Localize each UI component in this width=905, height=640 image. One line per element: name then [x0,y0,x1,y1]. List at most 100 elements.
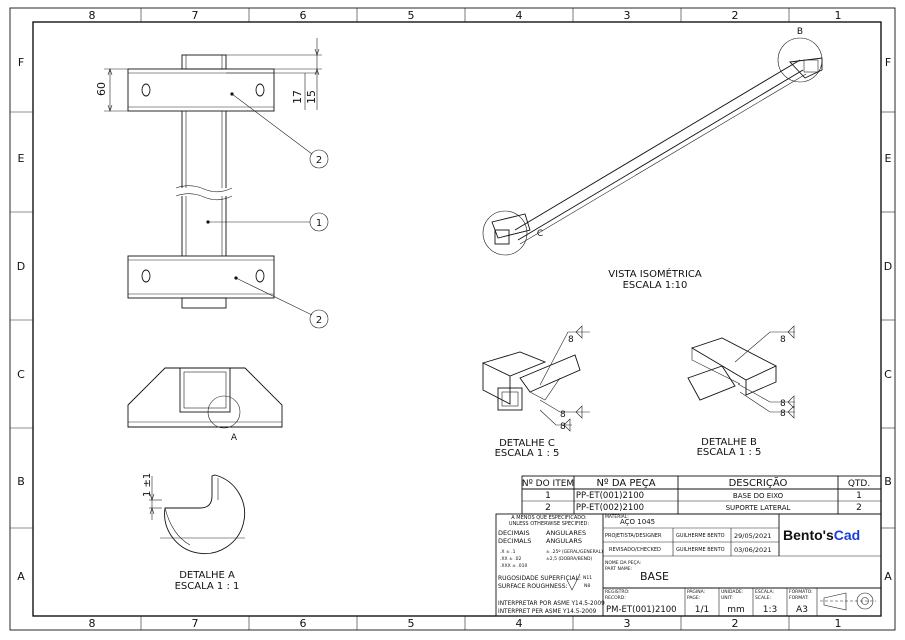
designer-name: GUILHERME BENTO [676,533,725,539]
decimais-label-2: DECIMALS [498,537,531,545]
brand-logo-b: Cad [834,527,860,543]
record-value: PM-ET(001)2100 [606,605,677,615]
page-label-1: PÁGINA: [687,588,705,595]
bom-header-item: Nº DO ITEM [522,479,574,489]
zone-col-bottom-7: 7 [192,617,199,630]
roughness-label-2: SURFACE ROUGHNESS: [498,583,568,590]
dimension-17-15: 17 15 [226,38,322,110]
detail-b-circle [777,37,823,83]
format-label-2: FORMAT: [789,595,809,601]
detail-c-scale: ESCALA 1 : 5 [495,448,560,459]
inner-border [32,21,882,617]
tol-3: .XXX ± .010 [500,563,527,569]
zone-col-top-7: 7 [192,9,199,22]
zone-col-top-6: 6 [300,9,307,22]
zone-col-bottom-1: 1 [835,617,842,630]
zone-row-right-e: E [885,152,892,165]
dimension-60: 60 [95,68,128,112]
unit-value: mm [727,605,745,615]
ang-tol-2: ±2,5 (DOBRA/BEND) [546,556,593,562]
brand-logo: Bento'sCad [783,527,860,543]
material-label: MATERIAL: [605,514,629,520]
weld-size-b2: 8 [780,399,786,409]
designer-date: 29/05/2021 [734,532,771,540]
balloon-2-top: 2 [316,155,322,166]
weld-size-c1: 8 [568,335,574,345]
unless-text-2: UNLESS OTHERWISE SPECIFIED: [509,521,589,527]
checked-name: GUILHERME BENTO [676,547,725,553]
roughness-value-2: N8 [584,583,590,589]
bom-row-1-qty: 1 [856,491,862,501]
balloon-2-bottom: 2 [316,315,322,326]
detail-a-scale: ESCALA 1 : 1 [175,581,240,592]
title-block: A MENOS QUE ESPECIFICADO: UNLESS OTHERWI… [495,513,882,617]
format-value: A3 [796,605,808,615]
bom-row-1-desc: BASE DO EIXO [733,492,784,500]
detail-c-title: DETALHE C [499,438,555,449]
side-view: A [127,367,283,443]
zone-row-left-f: F [18,56,24,69]
detail-a-mark: A [231,433,238,443]
decimais-label-1: DECIMAIS [498,529,530,537]
record-label-2: RECORD: [605,595,626,601]
zone-col-top-5: 5 [408,9,415,22]
detail-a-circle [207,395,241,429]
bom-header-part: Nº DA PEÇA [596,478,655,489]
record-label-1: REGISTRO: [605,589,630,595]
page-label-2: PAGE: [687,595,700,601]
bom-row-1-item: 1 [545,491,551,501]
roughness-symbol [566,573,581,591]
zone-col-bottom-4: 4 [516,617,523,630]
checked-label: REVISADO/CHECKED [609,547,661,553]
unit-label-1: UNIDADE: [721,589,743,595]
tol-2: .XX ± .02 [500,556,522,562]
zone-col-bottom-6: 6 [300,617,307,630]
ang-tol-1: ± .25º (GERAL/GENERAL) [546,549,603,555]
zone-col-top-4: 4 [516,9,523,22]
detail-a-title: DETALHE A [179,570,235,581]
scale-label-1: ESCALA: [755,589,774,595]
dim-tolerance-text: 1 ±1 [142,473,153,497]
zone-row-right-d: D [884,260,892,273]
zone-row-left-e: E [18,152,25,165]
checked-date: 03/06/2021 [734,546,771,554]
roughness-value-1: N11 [583,575,592,581]
zone-row-right-a: A [884,570,892,583]
weld-size-b1: 8 [780,335,786,345]
zone-dividers [10,8,895,630]
zone-col-top-8: 8 [89,9,96,22]
detail-b-view: 8 8 8 [687,325,795,419]
unless-text-1: A MENOS QUE ESPECIFICADO: [511,515,587,521]
detail-b-title: DETALHE B [701,437,757,448]
bom-header-qty: QTD. [848,479,870,489]
partname-label-1: NOME DA PEÇA: [605,560,641,566]
partname-value: BASE [640,570,669,583]
outer-border [9,7,896,631]
dim-17-text: 17 [291,90,304,104]
bom-row-2-part: PP-ET(002)2100 [576,503,644,513]
bom-table: Nº DO ITEM Nº DA PEÇA DESCRIÇÃO QTD. 1 P… [521,475,882,515]
detail-c-mark: C [537,229,543,239]
roughness-label-1: RUGOSIDADE SUPERFICIAL: [498,575,581,582]
asme-text-1: INTERPRETAR POR ASME Y14.5-2009 [498,601,605,607]
bom-row-2-qty: 2 [856,503,862,513]
iso-scale: ESCALA 1:10 [623,280,688,291]
zone-col-bottom-8: 8 [89,617,96,630]
balloon-group: 2 1 2 [206,92,329,329]
scale-label-2: SCALE: [755,595,771,601]
dim-15-text: 15 [305,90,318,104]
weld-size-b3: 8 [780,409,786,419]
detail-b-scale: ESCALA 1 : 5 [697,447,762,458]
detail-b-mark: B [797,27,803,37]
brand-logo-a: Bento's [783,527,834,543]
front-view [127,54,275,309]
zone-row-left-c: C [17,368,25,381]
zone-row-right-c: C [884,368,892,381]
bom-row-2-item: 2 [545,503,551,513]
material-value: AÇO 1045 [620,518,655,526]
scale-value: 1:3 [763,605,777,615]
balloon-1: 1 [316,218,322,229]
format-label-1: FORMATO: [789,589,813,595]
detail-a-view: 1 ±1 [142,473,246,555]
